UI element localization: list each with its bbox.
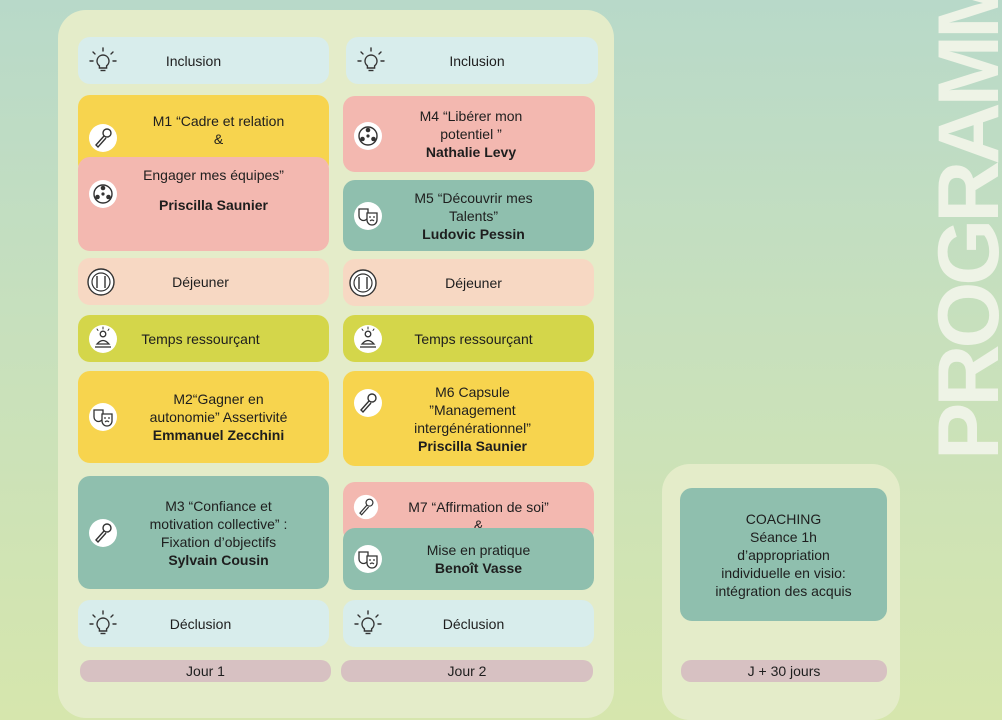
- day2-resource: Temps ressourçant: [343, 315, 594, 362]
- coaching-card: COACHING Séance 1h d’appropriation indiv…: [680, 488, 887, 621]
- lightbulb-icon: [88, 46, 118, 76]
- day1-resource: Temps ressourçant: [78, 315, 329, 362]
- team-icon: [353, 121, 383, 151]
- lightbulb-icon: [88, 609, 118, 639]
- day1-label: Jour 1: [80, 660, 331, 682]
- theater-masks-icon: [88, 402, 118, 432]
- theater-masks-icon: [353, 201, 383, 231]
- day1-declusion: Déclusion: [78, 600, 329, 647]
- cutlery-icon: [86, 267, 116, 297]
- day2-m7-bottom: Mise en pratique Benoît Vasse: [343, 528, 594, 590]
- lightbulb-icon: [353, 609, 383, 639]
- theater-masks-icon: [353, 544, 383, 574]
- day1-m1-bottom: Engager mes équipes” Priscilla Saunier: [78, 157, 329, 251]
- day2-inclusion: Inclusion: [346, 37, 598, 84]
- day1-lunch: Déjeuner: [78, 258, 329, 305]
- microphone-icon: [353, 388, 383, 418]
- team-icon: [88, 179, 118, 209]
- programme-title: PROGRAMME: [936, 0, 1002, 460]
- day1-inclusion: Inclusion: [78, 37, 329, 84]
- meditation-icon: [88, 324, 118, 354]
- microphone-icon: [353, 494, 379, 520]
- day2-lunch: Déjeuner: [343, 259, 594, 306]
- cutlery-icon: [348, 268, 378, 298]
- day2-m5: M5 “Découvrir mes Talents” Ludovic Pessi…: [343, 180, 594, 251]
- day2-m6: M6 Capsule ”Management intergénérationne…: [343, 371, 594, 466]
- day2-label: Jour 2: [341, 660, 593, 682]
- day1-m3: M3 “Confiance et motivation collective” …: [78, 476, 329, 589]
- microphone-icon: [88, 518, 118, 548]
- day2-m4: M4 “Libérer mon potentiel ” Nathalie Lev…: [343, 96, 595, 172]
- lightbulb-icon: [356, 46, 386, 76]
- day1-m2: M2“Gagner en autonomie” Assertivité Emma…: [78, 371, 329, 463]
- coaching-label: J + 30 jours: [681, 660, 887, 682]
- meditation-icon: [353, 324, 383, 354]
- microphone-icon: [88, 123, 118, 153]
- day2-declusion: Déclusion: [343, 600, 594, 647]
